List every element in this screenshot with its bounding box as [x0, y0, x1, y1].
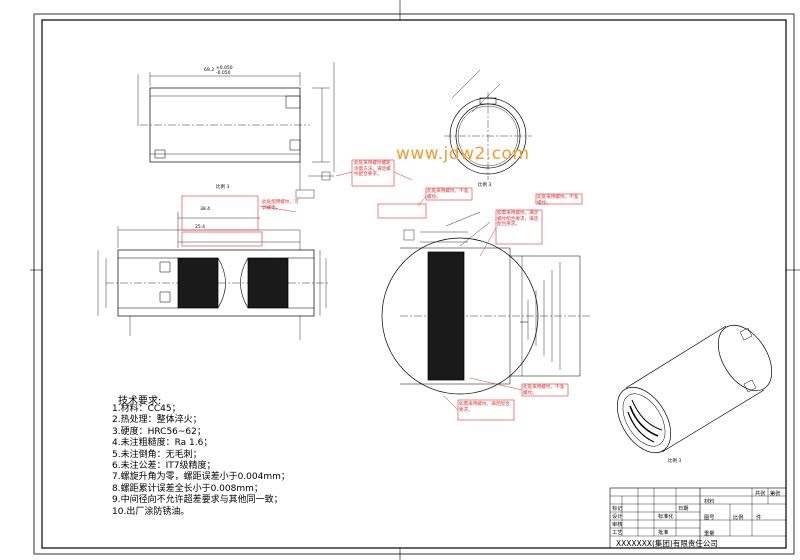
thread-detail-view	[259, 159, 590, 421]
tb-label: 日期	[678, 506, 689, 512]
tb-label: 第张	[770, 491, 781, 497]
tech-note-item: 5.未注倒角：无毛刺；	[112, 449, 202, 460]
section-view: 38.4 25.4	[97, 195, 330, 340]
tb-row-label: 设计	[612, 514, 623, 520]
tech-note-item: 10.出厂涂防锈油。	[112, 506, 190, 517]
tech-notes-list: 1.材料：CC45； 2.热处理：整体淬火； 3.硬度：HRC56~62； 4.…	[112, 404, 290, 518]
tb-row-label: 审核	[612, 522, 623, 528]
tech-note-item: 6.未注公差：IT7级精度；	[112, 461, 216, 472]
end-view: 比例 3	[444, 69, 532, 188]
company-name: XXXXXXX(集团)有限责任公司	[616, 539, 718, 548]
watermark-text: www.jdw2.com	[396, 144, 530, 164]
svg-text:比例 3: 比例 3	[216, 183, 229, 190]
red-callout: 此处采用螺纹，不准螺纹。	[427, 189, 469, 200]
tech-note-item: 7.螺旋升角为零，螺距误差小于0.004mm；	[112, 472, 290, 483]
tb-label: 批准	[658, 530, 669, 536]
tb-label: 重量	[704, 531, 715, 537]
tb-row-label: 标记	[612, 506, 623, 512]
tb-label: 图号	[704, 515, 715, 521]
svg-text:比例 3: 比例 3	[668, 457, 681, 464]
red-callout: 此处采用螺纹，不准螺纹。	[523, 385, 565, 396]
svg-text:69.3: 69.3	[204, 67, 214, 73]
tb-row-label: 工艺	[612, 530, 623, 536]
svg-text:比例 3: 比例 3	[478, 181, 491, 188]
title-block	[609, 487, 787, 549]
tb-label: 共张	[755, 491, 766, 497]
tb-label: 比例	[733, 515, 744, 521]
tech-note-item: 2.热处理：整体淬火；	[112, 415, 202, 426]
tb-label: 材料	[704, 499, 715, 505]
red-callout: 如需采用螺纹，满足配合要求。	[459, 402, 510, 413]
outer-frame	[33, 13, 795, 555]
tech-notes-title: 技术要求:	[118, 396, 162, 407]
tb-label: 件	[756, 515, 762, 521]
svg-text:-0.050: -0.050	[216, 70, 231, 76]
red-callout: 此处采用螺纹螺距测量方法，满足螺纹配合要求。	[354, 161, 391, 178]
red-callout: 此处配用螺纹，可调螺距。	[262, 200, 299, 211]
red-callout: 如需采用螺纹，满足螺纹配合要求，满足配合要求。	[497, 211, 539, 228]
tech-note-item: 4.未注粗糙度：Ra 1.6；	[112, 438, 213, 449]
tb-label: 标准化	[658, 514, 674, 520]
svg-text:+0.050: +0.050	[216, 65, 233, 71]
red-callout: 此处采用螺纹，不准螺纹。	[537, 195, 579, 206]
isometric-view: 比例 3	[616, 324, 773, 464]
tech-note-item: 3.硬度：HRC56~62；	[112, 426, 206, 437]
tech-note-item: 1.材料：CC45；	[112, 404, 181, 414]
tech-note-item: 8.螺距累计误差全长小于0.008mm；	[112, 483, 263, 494]
tech-note-item: 9.中间径向不允许超差要求与其他同一致；	[112, 495, 283, 506]
front-view: 69.3 +0.050 -0.050 比例 3	[137, 62, 335, 199]
inner-frame	[41, 19, 787, 549]
svg-text:25.4: 25.4	[195, 224, 205, 230]
svg-text:38.4: 38.4	[200, 206, 210, 212]
